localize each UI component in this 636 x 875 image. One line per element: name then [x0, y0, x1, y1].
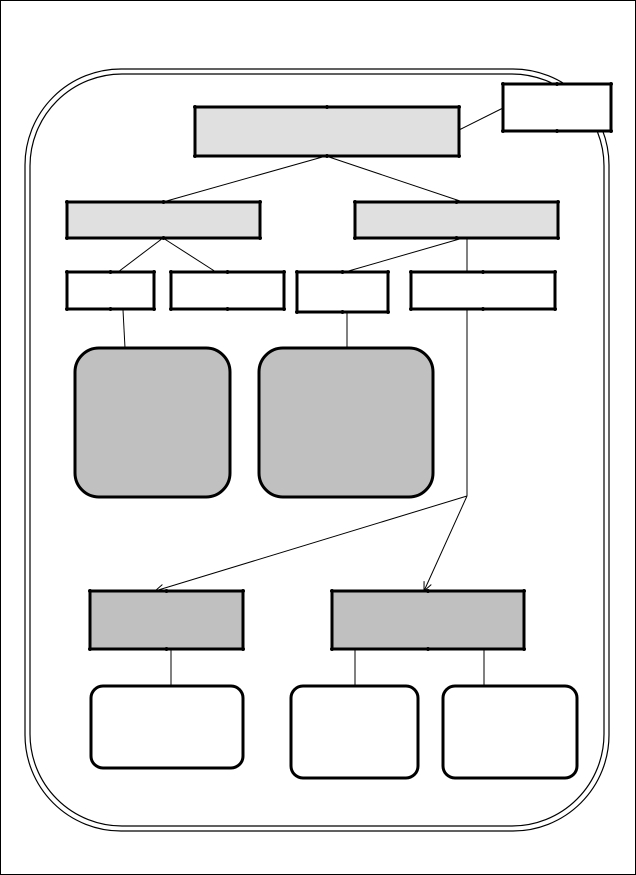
connector-leaf-1-panel-left	[122, 309, 126, 349]
arrow-to-target-right	[424, 495, 468, 591]
corner-dot	[386, 310, 390, 314]
corner-dot	[193, 154, 197, 158]
leaf-box-1	[65, 270, 156, 311]
connector-branch-left-leaf-1	[117, 237, 164, 273]
corner-dot	[258, 236, 262, 240]
corner-dot	[556, 200, 560, 204]
corner-dot	[553, 307, 557, 311]
corner-dot	[88, 647, 92, 651]
corner-dot	[330, 589, 334, 593]
corner-dot	[340, 270, 345, 274]
connector-root-branch-left	[162, 155, 327, 203]
target-left-box	[88, 589, 245, 651]
corner-dot	[241, 647, 245, 651]
corner-dot	[282, 270, 286, 274]
corner-dot	[241, 589, 245, 593]
corner-dot	[225, 307, 230, 311]
corner-dot	[522, 589, 526, 593]
connector-branch-right-leaf-3	[344, 237, 464, 273]
corner-dot	[108, 270, 113, 274]
side-note-box	[501, 82, 613, 133]
leaf-box-2	[169, 270, 286, 311]
root-box	[193, 105, 461, 158]
leaf-box-3	[295, 270, 390, 314]
corner-dot	[481, 270, 485, 274]
corner-dot	[108, 307, 113, 311]
corner-dot	[152, 270, 156, 274]
corner-dot	[457, 105, 461, 109]
corner-dot	[353, 200, 357, 204]
target-right-box	[330, 589, 526, 651]
corner-dot	[426, 589, 430, 593]
corner-dot	[556, 236, 560, 240]
corner-dot	[282, 307, 286, 311]
corner-dot	[555, 82, 559, 86]
result-box-3	[441, 684, 579, 780]
corner-dot	[169, 307, 173, 311]
corner-dot	[65, 270, 69, 274]
corner-dot	[454, 236, 459, 240]
corner-dot	[609, 82, 613, 86]
corner-dot	[193, 105, 197, 109]
outer-frame-inner-line	[29, 73, 605, 827]
corner-dot	[353, 236, 357, 240]
corner-dot	[295, 310, 299, 314]
connector-root-side-note	[458, 107, 504, 131]
corner-dot	[325, 105, 329, 109]
corner-dot	[481, 307, 485, 311]
corner-dot	[169, 270, 173, 274]
corner-dot	[386, 270, 390, 274]
result-box-1	[89, 684, 245, 770]
panel-left-box	[73, 346, 232, 499]
corner-dot	[65, 200, 69, 204]
corner-dot	[225, 270, 230, 274]
corner-dot	[65, 236, 69, 240]
corner-dot	[522, 647, 526, 651]
corner-dot	[325, 154, 329, 158]
corner-dot	[553, 270, 557, 274]
corner-dot	[501, 82, 505, 86]
outer-frame-outer-line	[24, 68, 610, 832]
arrow-to-target-left	[155, 495, 468, 591]
corner-dot	[164, 647, 169, 651]
corner-dot	[161, 236, 166, 240]
corner-dot	[454, 200, 459, 204]
corner-dot	[409, 270, 413, 274]
corner-dot	[340, 310, 345, 314]
corner-dot	[409, 307, 413, 311]
connector-branch-left-leaf-2	[162, 237, 217, 273]
corner-dot	[457, 154, 461, 158]
corner-dot	[164, 589, 169, 593]
corner-dots	[65, 82, 613, 651]
connector-root-branch-right	[325, 155, 464, 203]
branch-left-box	[65, 200, 262, 240]
corner-dot	[426, 647, 430, 651]
corner-dot	[152, 307, 156, 311]
corner-dot	[330, 647, 334, 651]
corner-dot	[609, 129, 613, 133]
corner-dot	[65, 307, 69, 311]
result-box-2	[289, 684, 420, 780]
corner-dot	[555, 129, 559, 133]
corner-dot	[161, 200, 166, 204]
leaf-box-4	[409, 270, 557, 311]
corner-dot	[295, 270, 299, 274]
corner-dot	[501, 129, 505, 133]
corner-dot	[258, 200, 262, 204]
branch-right-box	[353, 200, 560, 240]
corner-dot	[88, 589, 92, 593]
panel-right-box	[257, 346, 435, 499]
